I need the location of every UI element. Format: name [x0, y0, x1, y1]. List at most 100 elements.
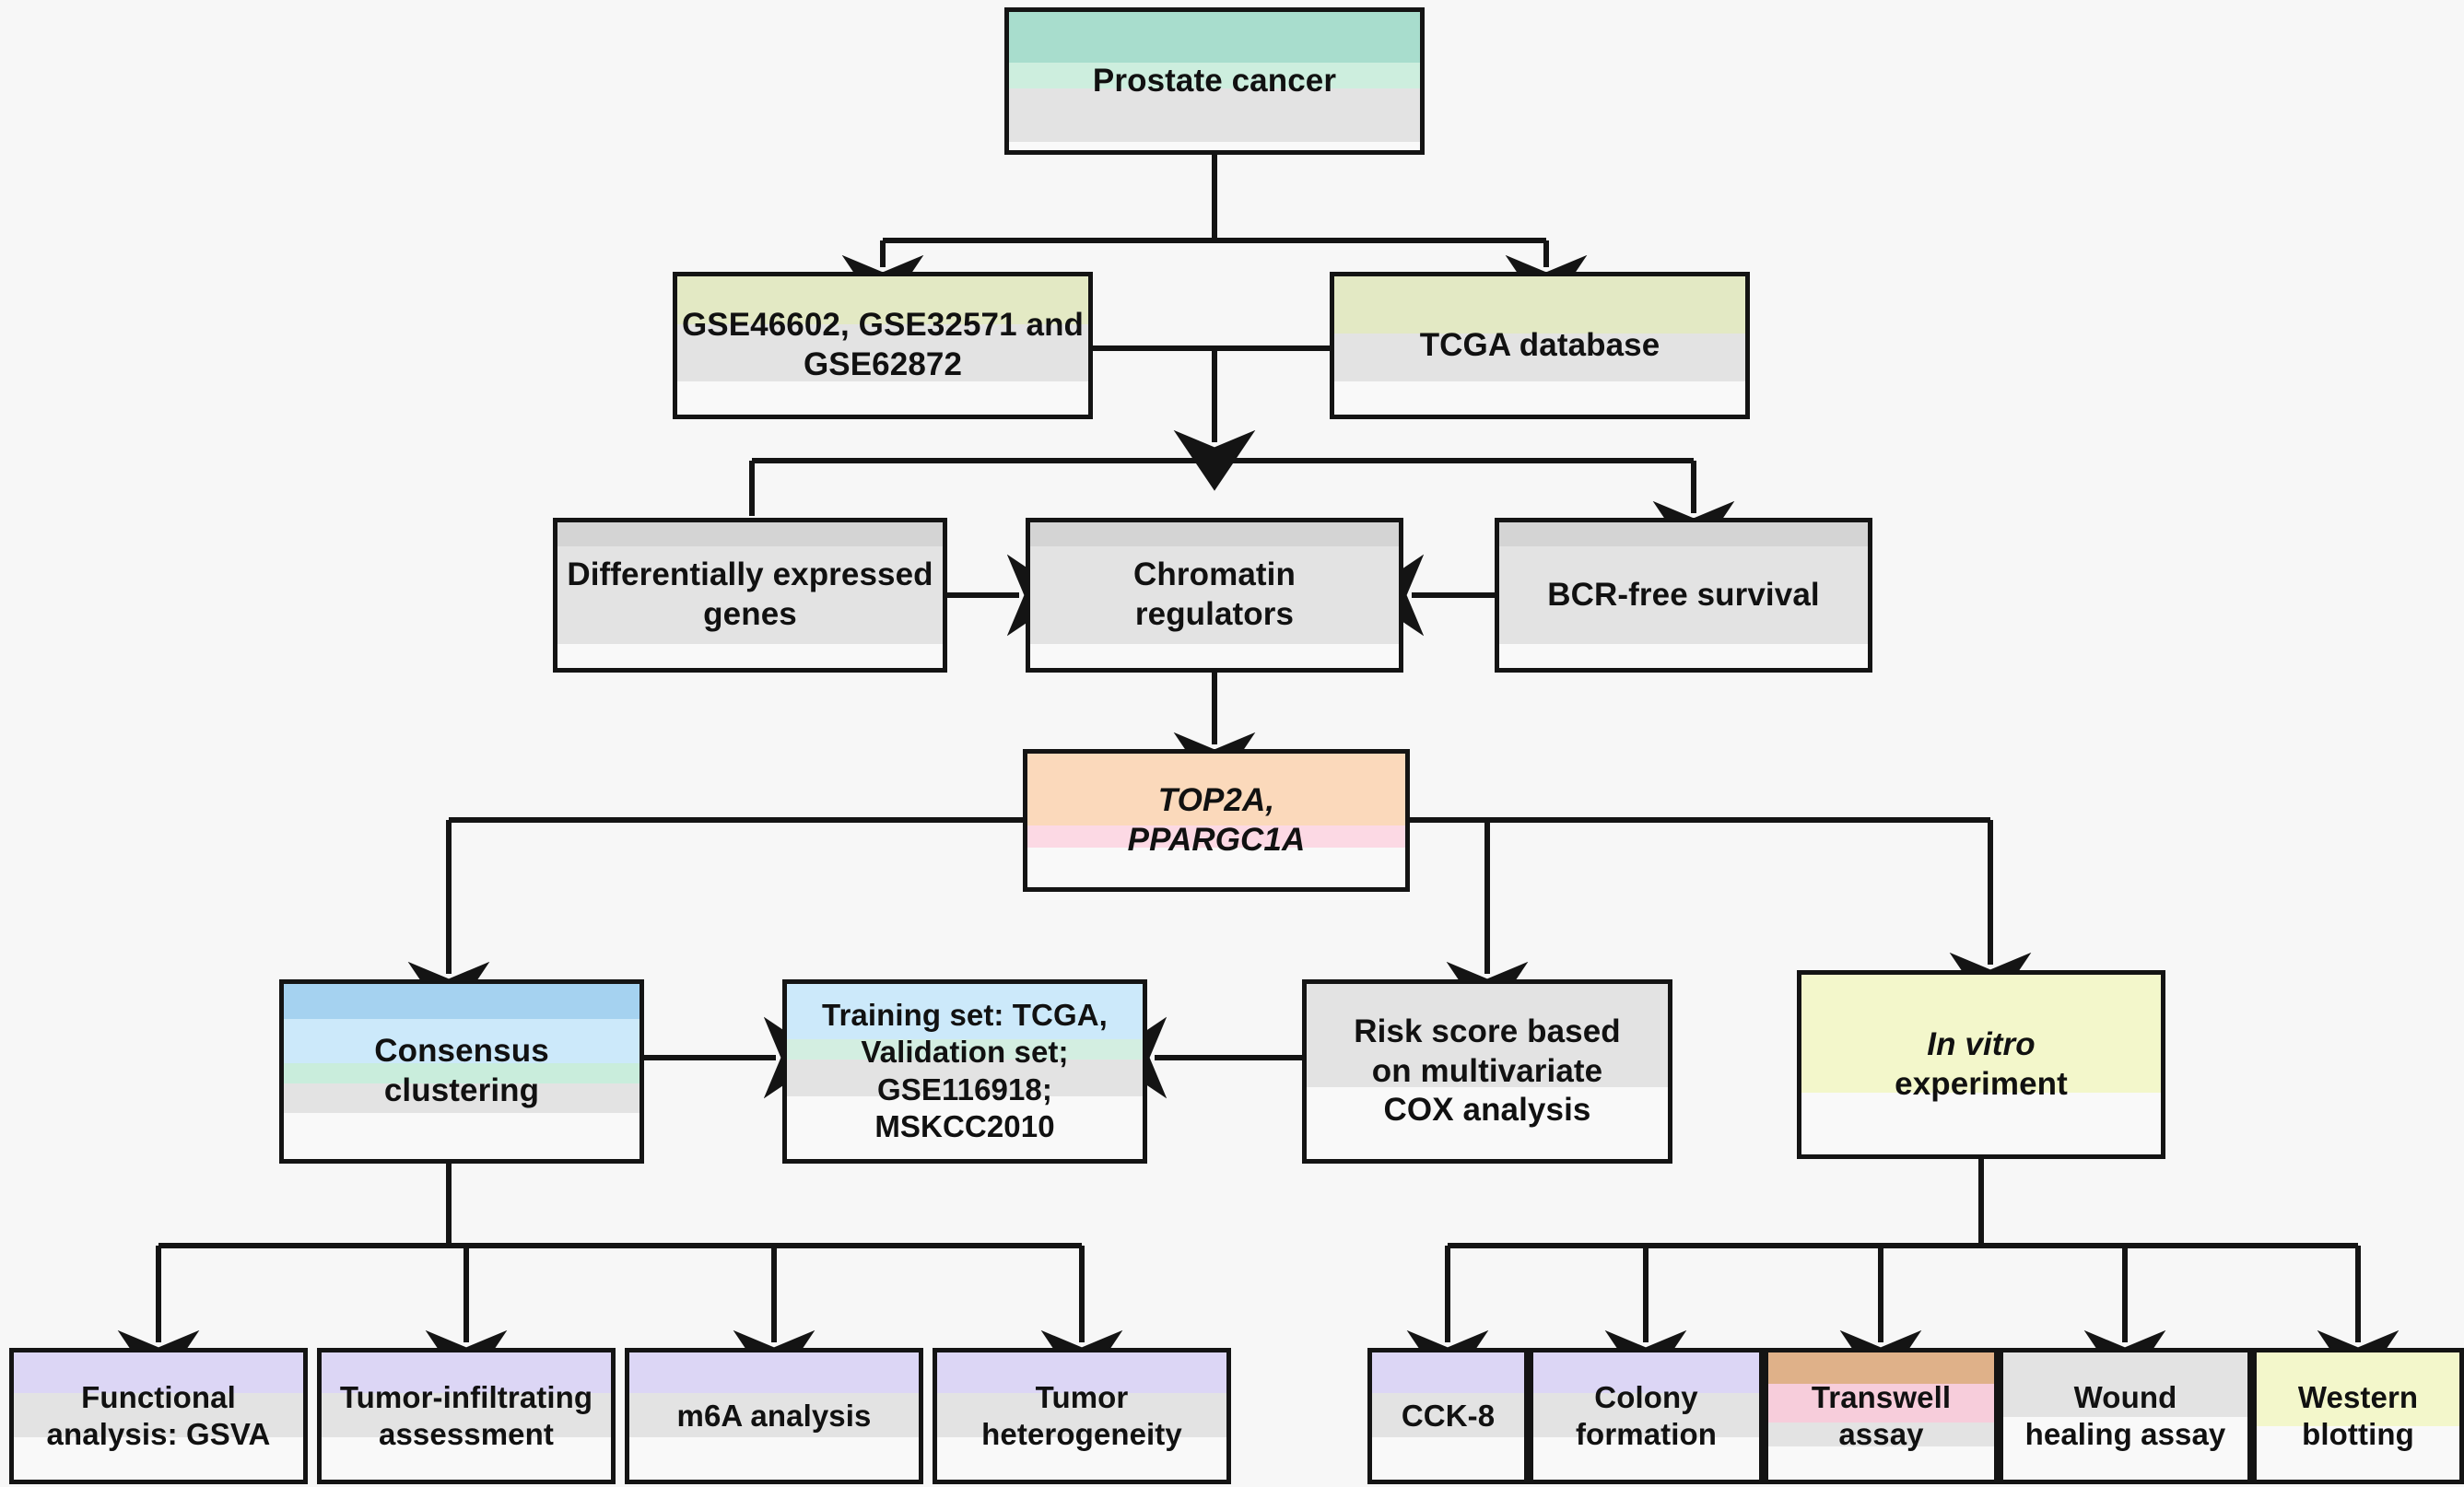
node-color-bands — [1027, 754, 1405, 887]
color-band — [1768, 1352, 1994, 1384]
node-bcr-free-survival[interactable]: BCR-free survival — [1495, 518, 1872, 673]
node-color-bands — [677, 276, 1088, 415]
node-label: TCGA database — [1419, 327, 1660, 363]
node-color-bands — [1307, 984, 1668, 1159]
node-color-bands — [1030, 522, 1399, 668]
color-band — [14, 1352, 303, 1393]
color-band — [1307, 984, 1668, 1087]
node-color-bands — [2003, 1352, 2247, 1480]
node-color-bands — [2257, 1352, 2459, 1480]
color-band — [629, 1352, 919, 1393]
color-band — [1533, 1352, 1759, 1393]
node-color-bands — [14, 1352, 303, 1480]
node-color-bands — [1533, 1352, 1759, 1480]
node-label: TOP2A,PPARGC1A — [1127, 782, 1306, 858]
node-label: Prostate cancer — [1092, 63, 1337, 99]
node-training-validation-set[interactable]: Training set: TCGA,Validation set;GSE116… — [782, 979, 1147, 1164]
node-color-bands — [1499, 522, 1868, 668]
node-tcga-database[interactable]: TCGA database — [1330, 272, 1750, 419]
color-band — [787, 1039, 1143, 1060]
color-band — [284, 1019, 639, 1063]
node-color-bands — [557, 522, 943, 668]
color-band — [629, 1393, 919, 1437]
node-color-bands — [284, 984, 639, 1159]
color-band — [1372, 1393, 1524, 1437]
node-color-bands — [1334, 276, 1745, 415]
color-band — [322, 1393, 611, 1437]
color-band — [1768, 1423, 1994, 1446]
node-cck-8[interactable]: CCK-8 — [1367, 1348, 1529, 1484]
node-label: CCK-8 — [1401, 1399, 1496, 1433]
color-band — [1030, 522, 1399, 546]
color-band — [1533, 1393, 1759, 1437]
node-color-bands — [1372, 1352, 1524, 1480]
color-band — [787, 1060, 1143, 1096]
node-label: BCR-free survival — [1547, 577, 1820, 613]
color-band — [14, 1393, 303, 1437]
color-band — [1801, 975, 2161, 1093]
color-band — [284, 984, 639, 1019]
color-band — [1499, 546, 1868, 644]
color-band — [1027, 825, 1405, 848]
node-top2a-ppargc1a[interactable]: TOP2A,PPARGC1A — [1023, 749, 1410, 892]
color-band — [677, 324, 1088, 381]
node-m6a-analysis[interactable]: m6A analysis — [625, 1348, 923, 1484]
color-band — [284, 1083, 639, 1113]
color-band — [1334, 334, 1745, 381]
color-band — [1027, 754, 1405, 825]
color-band — [787, 984, 1143, 1039]
node-color-bands — [1009, 12, 1420, 150]
color-band — [557, 522, 943, 546]
node-color-bands — [629, 1352, 919, 1480]
node-color-bands — [1801, 975, 2161, 1154]
color-band — [1030, 546, 1399, 644]
color-band — [322, 1352, 611, 1393]
color-band — [937, 1393, 1226, 1437]
color-band — [2003, 1352, 2247, 1417]
node-color-bands — [937, 1352, 1226, 1480]
color-band — [1009, 12, 1420, 63]
node-prostate-cancer[interactable]: Prostate cancer — [1004, 7, 1425, 155]
color-band — [284, 1063, 639, 1083]
color-band — [1334, 276, 1745, 334]
node-color-bands — [322, 1352, 611, 1480]
color-band — [937, 1352, 1226, 1393]
node-color-bands — [1768, 1352, 1994, 1480]
color-band — [1768, 1384, 1994, 1423]
color-band — [1499, 522, 1868, 546]
color-band — [557, 546, 943, 644]
color-band — [1009, 63, 1420, 88]
node-label: m6A analysis — [676, 1399, 872, 1433]
color-band — [2257, 1352, 2459, 1426]
color-band — [1009, 88, 1420, 142]
node-label: Training set: TCGA,Validation set;GSE116… — [822, 998, 1108, 1143]
